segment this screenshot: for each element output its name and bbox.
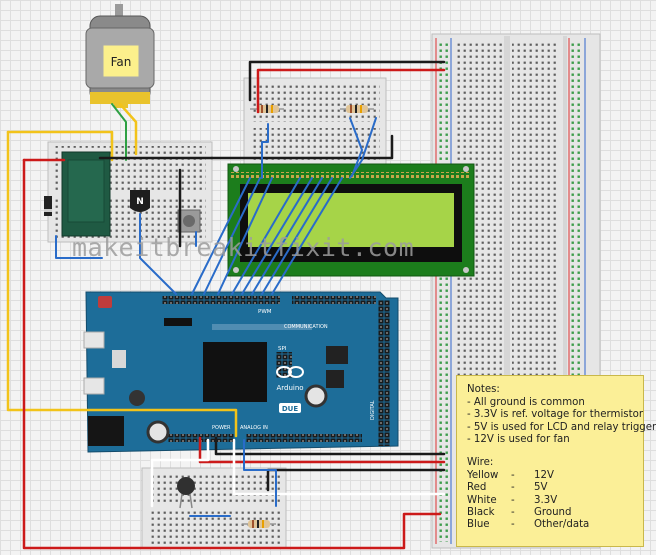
wire-value: 5V [534, 482, 548, 494]
fan-motor: Fan [85, 4, 155, 108]
arduino-due-board: Arduino DUE PWM COMMUNICATION DIGITAL PO… [83, 291, 399, 453]
notes-title: Notes: [467, 384, 500, 395]
wire-color: Yellow [467, 470, 499, 482]
wire-color: White [467, 494, 497, 506]
thermistor-breadboard [141, 467, 287, 549]
wire-value: 12V [534, 470, 554, 482]
wire-legend-row: Black - Ground [467, 507, 635, 519]
wire-color: Red [467, 482, 487, 494]
note-item: - 12V is used for fan [467, 433, 570, 445]
pushbutton [177, 209, 201, 233]
analog-in-label: ANALOG IN [240, 425, 268, 431]
resistor-top-right [340, 105, 374, 113]
arduino-logo-text: Arduino [276, 384, 303, 392]
wire-dash: - [511, 482, 515, 494]
resistor-top-left [250, 105, 284, 113]
wire-color: Black [467, 506, 495, 518]
transistor-label: N [136, 197, 144, 207]
note-item: - 3.3V is ref. voltage for thermistor [467, 409, 644, 421]
notes-panel: Notes: - All ground is common - 3.3V is … [456, 375, 656, 547]
note-item: - 5V is used for LCD and relay trigger [467, 421, 656, 433]
watermark: makeitbreakitfixit.com [72, 233, 415, 262]
wire-legend-row: Blue - Other/data [467, 519, 635, 531]
wire-legend-title: Wire: [467, 457, 494, 469]
relay [61, 151, 111, 237]
wire-legend-row: Yellow - 12V [467, 470, 635, 482]
wire-color: Blue [467, 519, 490, 531]
communication-label: COMMUNICATION [284, 324, 328, 330]
wire-value: Other/data [534, 519, 590, 531]
power-label: POWER [212, 425, 231, 431]
wire-legend-row: Red - 5V [467, 482, 635, 494]
pwm-label: PWM [258, 309, 272, 315]
wire-dash: - [511, 506, 515, 518]
wire-value: Ground [534, 506, 572, 518]
fan-label: Fan [111, 55, 132, 69]
arduino-model: DUE [282, 405, 298, 413]
wire-dash: - [511, 494, 515, 506]
wire-legend-row: White - 3.3V [467, 495, 635, 507]
wire-dash: - [511, 470, 515, 482]
digital-label: DIGITAL [370, 400, 376, 420]
wire-value: 3.3V [534, 494, 558, 506]
diode [44, 196, 52, 216]
spi-label: SPI [278, 346, 287, 352]
thermistor [177, 477, 195, 509]
resistor-bottom [242, 520, 276, 528]
note-item: - All ground is common [467, 397, 585, 409]
transistor: N [130, 190, 150, 212]
wire-dash: - [511, 519, 515, 531]
wires [6, 60, 446, 550]
